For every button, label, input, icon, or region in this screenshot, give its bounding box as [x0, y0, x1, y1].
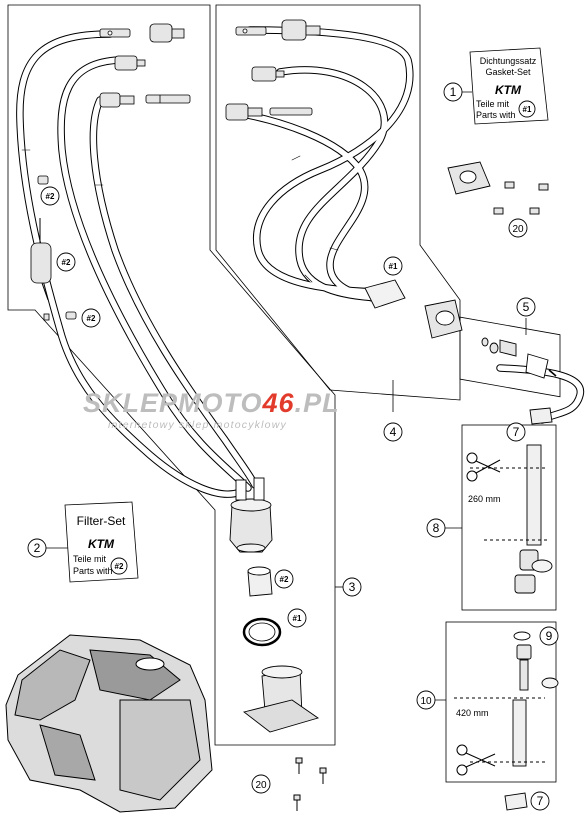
filter-set-card: Filter-Set KTM Teile mit Parts with #2 — [64, 501, 139, 583]
part-10-frame — [445, 621, 557, 783]
hose-length-long: 420 mm — [456, 708, 489, 718]
callout-5 — [516, 297, 536, 317]
fuel-tank — [5, 634, 213, 813]
quick-connector-5 — [251, 66, 285, 82]
watermark-tagline: internetowy sklep motocyklowy — [108, 419, 287, 431]
gasket-card-logo: KTM — [495, 83, 522, 97]
callout-4-label: 4 — [390, 425, 397, 439]
callout-10-label: 10 — [420, 696, 432, 707]
check-valve-parts — [481, 337, 557, 379]
fuel-hoses — [16, 26, 585, 498]
part-8-frame — [461, 424, 557, 611]
part-5-frame — [459, 316, 561, 398]
callout-2 — [27, 538, 47, 558]
hose-connectors — [30, 19, 321, 321]
hose-clamps — [504, 407, 553, 811]
hose-260-assembly — [470, 444, 553, 594]
hash-ref-label: #2 — [46, 192, 55, 201]
svg-text:SKLEPMOTO46.PL: SKLEPMOTO46.PL — [83, 388, 340, 418]
hash-ref-badges — [40, 186, 403, 628]
right-group-frame — [215, 4, 461, 401]
watermark-part2: MOTO — [178, 388, 263, 418]
callout-20a — [508, 218, 528, 238]
pump-filter-sleeve — [247, 566, 273, 597]
screws — [293, 757, 327, 811]
watermark-part4: .PL — [295, 388, 340, 418]
watermark-part1: SKLEP — [83, 388, 178, 418]
callout-8-label: 8 — [433, 521, 440, 535]
callout-20b — [251, 774, 271, 794]
scissors-icon-2 — [456, 744, 496, 776]
callout-3 — [342, 577, 362, 597]
callout-1 — [443, 82, 463, 102]
gasket-card-line4: Parts with — [476, 110, 516, 120]
hash-ref-labels: #2 #2 #2 #1 #2 #1 — [46, 192, 398, 623]
gasket-card-ref: #1 — [523, 105, 532, 114]
callout-4 — [383, 422, 403, 442]
callout-9-label: 9 — [546, 629, 553, 643]
hash-ref-label: #2 — [87, 314, 96, 323]
inline-fuel-filter — [30, 218, 52, 301]
quick-connector-4 — [235, 19, 321, 41]
hash-ref-label: #2 — [280, 575, 289, 584]
frame-outlines — [7, 4, 561, 783]
callout-2-label: 2 — [34, 541, 41, 555]
fuel-pump-assembly — [229, 477, 273, 553]
pump-mount-flange — [242, 665, 320, 733]
filter-card-line1: Teile mit — [73, 554, 107, 564]
gasket-card-line1: Dichtungssatz — [480, 56, 537, 66]
gasket-card-line2: Gasket-Set — [485, 67, 531, 77]
part-callouts — [27, 82, 559, 811]
hash-ref-label: #2 — [62, 258, 71, 267]
quick-connector-2 — [114, 55, 146, 71]
callout-3-label: 3 — [349, 580, 356, 594]
callout-1-label: 1 — [450, 85, 457, 99]
filter-card-logo: KTM — [88, 537, 115, 551]
callout-7b-label: 7 — [537, 794, 544, 808]
tank-vent-fitting — [364, 279, 463, 339]
quick-connector-3 — [99, 92, 191, 108]
gasket-set-card: Dichtungssatz Gasket-Set KTM Teile mit P… — [469, 47, 549, 125]
callout-20a-label: 20 — [512, 224, 524, 235]
o-ring-large — [242, 617, 282, 647]
callout-5-label: 5 — [523, 300, 530, 314]
callout-10 — [416, 690, 436, 710]
callout-7a — [506, 422, 526, 442]
hash-ref-label: #1 — [389, 262, 398, 271]
filter-card-ref: #2 — [115, 562, 124, 571]
callout-7b — [530, 791, 550, 811]
gasket-card-line3: Teile mit — [476, 99, 510, 109]
left-group-frame — [7, 4, 336, 746]
part-callout-numbers: 1 2 3 4 5 7 7 8 9 10 20 20 — [34, 85, 553, 808]
hose-length-short: 260 mm — [468, 494, 501, 504]
watermark-part3: 46 — [262, 388, 295, 418]
callout-7a-label: 7 — [513, 425, 520, 439]
filter-card-line2: Parts with — [73, 566, 113, 576]
vent-valve-assembly — [447, 161, 549, 215]
callout-20b-label: 20 — [255, 780, 267, 791]
callout-9 — [539, 626, 559, 646]
quick-connector-6 — [225, 103, 313, 121]
filter-card-title: Filter-Set — [77, 514, 126, 528]
scissors-icon — [466, 452, 501, 482]
small-clamps — [37, 175, 77, 321]
hash-ref-label: #1 — [293, 614, 302, 623]
quick-connector-1 — [99, 23, 185, 43]
hose-420-assembly — [454, 631, 559, 767]
callout-8 — [426, 518, 446, 538]
hose-fittings-lower — [514, 549, 553, 594]
watermark: SKLEPMOTO46.PL internetowy sklep motocyk… — [83, 388, 340, 431]
